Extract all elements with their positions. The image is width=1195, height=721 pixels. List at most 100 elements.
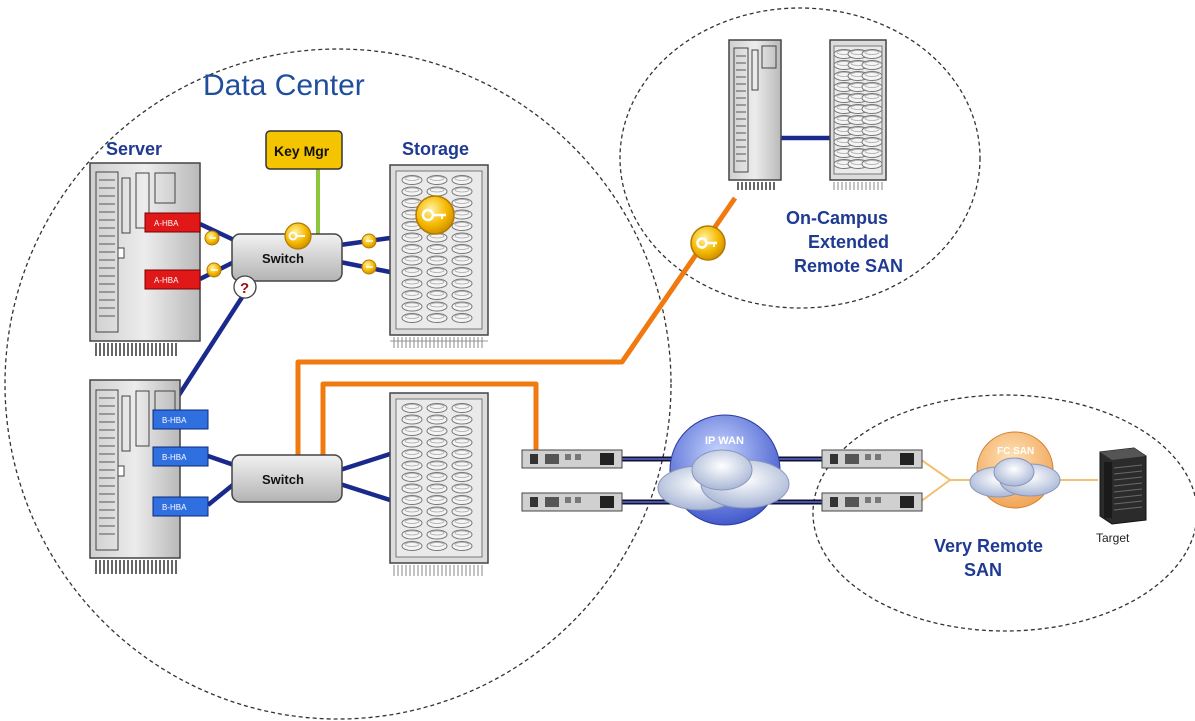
disk	[451, 175, 473, 185]
a-hba-label: A-HBA	[154, 276, 179, 285]
key-icon	[204, 230, 220, 246]
disk	[451, 518, 473, 528]
switch-bottom	[231, 454, 343, 503]
disk	[451, 495, 473, 505]
data-center-boundary	[4, 48, 672, 720]
ip-wan-label: IP WAN	[705, 435, 744, 447]
disk	[451, 278, 473, 289]
disk	[426, 483, 448, 494]
disk	[451, 403, 473, 413]
disk	[426, 472, 448, 482]
disk	[426, 414, 448, 425]
fc-san-label: FC SAN	[997, 446, 1034, 457]
remote-boundary	[812, 394, 1195, 632]
disk	[426, 267, 448, 277]
a-hba-card	[144, 212, 201, 233]
gateway-device	[821, 449, 923, 469]
disk	[401, 483, 423, 494]
disk	[451, 506, 473, 517]
disk	[401, 290, 423, 300]
disk	[426, 529, 448, 540]
disk	[401, 278, 423, 289]
campus-label-line2: Extended	[808, 232, 889, 252]
campus-boundary	[619, 7, 981, 309]
disk	[861, 148, 883, 158]
disk	[426, 403, 448, 413]
key-icon	[361, 259, 377, 275]
disk	[401, 495, 423, 505]
question-icon	[233, 275, 257, 299]
disk	[861, 49, 883, 59]
server-top	[89, 162, 201, 356]
target-label: Target	[1096, 531, 1130, 545]
disk	[451, 255, 473, 266]
disk	[451, 472, 473, 482]
disk	[426, 426, 448, 436]
b-hba-card	[152, 446, 209, 467]
disk	[426, 506, 448, 517]
disk	[401, 175, 423, 185]
disk	[401, 518, 423, 528]
server-bottom	[89, 379, 181, 574]
fc-san-cloud	[969, 431, 1061, 509]
disk	[451, 460, 473, 471]
b-hba-label: B-HBA	[162, 416, 187, 425]
disk	[401, 244, 423, 254]
disk	[426, 518, 448, 528]
disk	[426, 255, 448, 266]
blue-links	[166, 135, 830, 507]
server-label: Server	[106, 139, 162, 159]
gateway-device	[521, 492, 623, 512]
target-server	[1099, 447, 1147, 525]
disk	[426, 541, 448, 551]
disk	[451, 426, 473, 436]
disk	[451, 290, 473, 300]
disk	[861, 126, 883, 136]
orange-links	[295, 196, 738, 455]
disk	[426, 437, 448, 448]
disk	[861, 93, 883, 103]
disk	[426, 175, 448, 185]
disk	[401, 255, 423, 266]
disk	[401, 529, 423, 540]
key-icon	[284, 222, 312, 250]
b-hba-card	[152, 409, 209, 430]
disk	[401, 426, 423, 436]
disk	[451, 221, 473, 231]
disk	[401, 449, 423, 459]
disk	[451, 209, 473, 220]
disk	[426, 313, 448, 323]
disk	[451, 541, 473, 551]
disk	[861, 159, 883, 169]
a-hba-label: A-HBA	[154, 219, 179, 228]
disk	[451, 186, 473, 197]
key-icon	[361, 233, 377, 249]
disk	[401, 437, 423, 448]
disk	[401, 267, 423, 277]
disk	[401, 301, 423, 312]
disk	[426, 495, 448, 505]
disk	[451, 483, 473, 494]
disk	[401, 414, 423, 425]
disk	[401, 403, 423, 413]
disk	[426, 278, 448, 289]
disk	[426, 449, 448, 459]
b-hba-label: B-HBA	[162, 503, 187, 512]
disk	[451, 198, 473, 208]
key-icon	[206, 262, 222, 278]
storage-label: Storage	[402, 139, 469, 159]
disk	[451, 244, 473, 254]
ip-wan-cloud	[657, 414, 790, 526]
switch-bottom-label: Switch	[262, 472, 304, 487]
disk	[861, 137, 883, 147]
disk	[426, 244, 448, 254]
disk	[451, 437, 473, 448]
disk	[861, 115, 883, 125]
campus-server	[728, 39, 782, 190]
disk	[401, 506, 423, 517]
disk	[401, 186, 423, 197]
key-mgr-box	[265, 130, 343, 170]
key-icon	[690, 225, 726, 261]
disk	[426, 301, 448, 312]
campus-label-line1: On-Campus	[786, 208, 888, 228]
